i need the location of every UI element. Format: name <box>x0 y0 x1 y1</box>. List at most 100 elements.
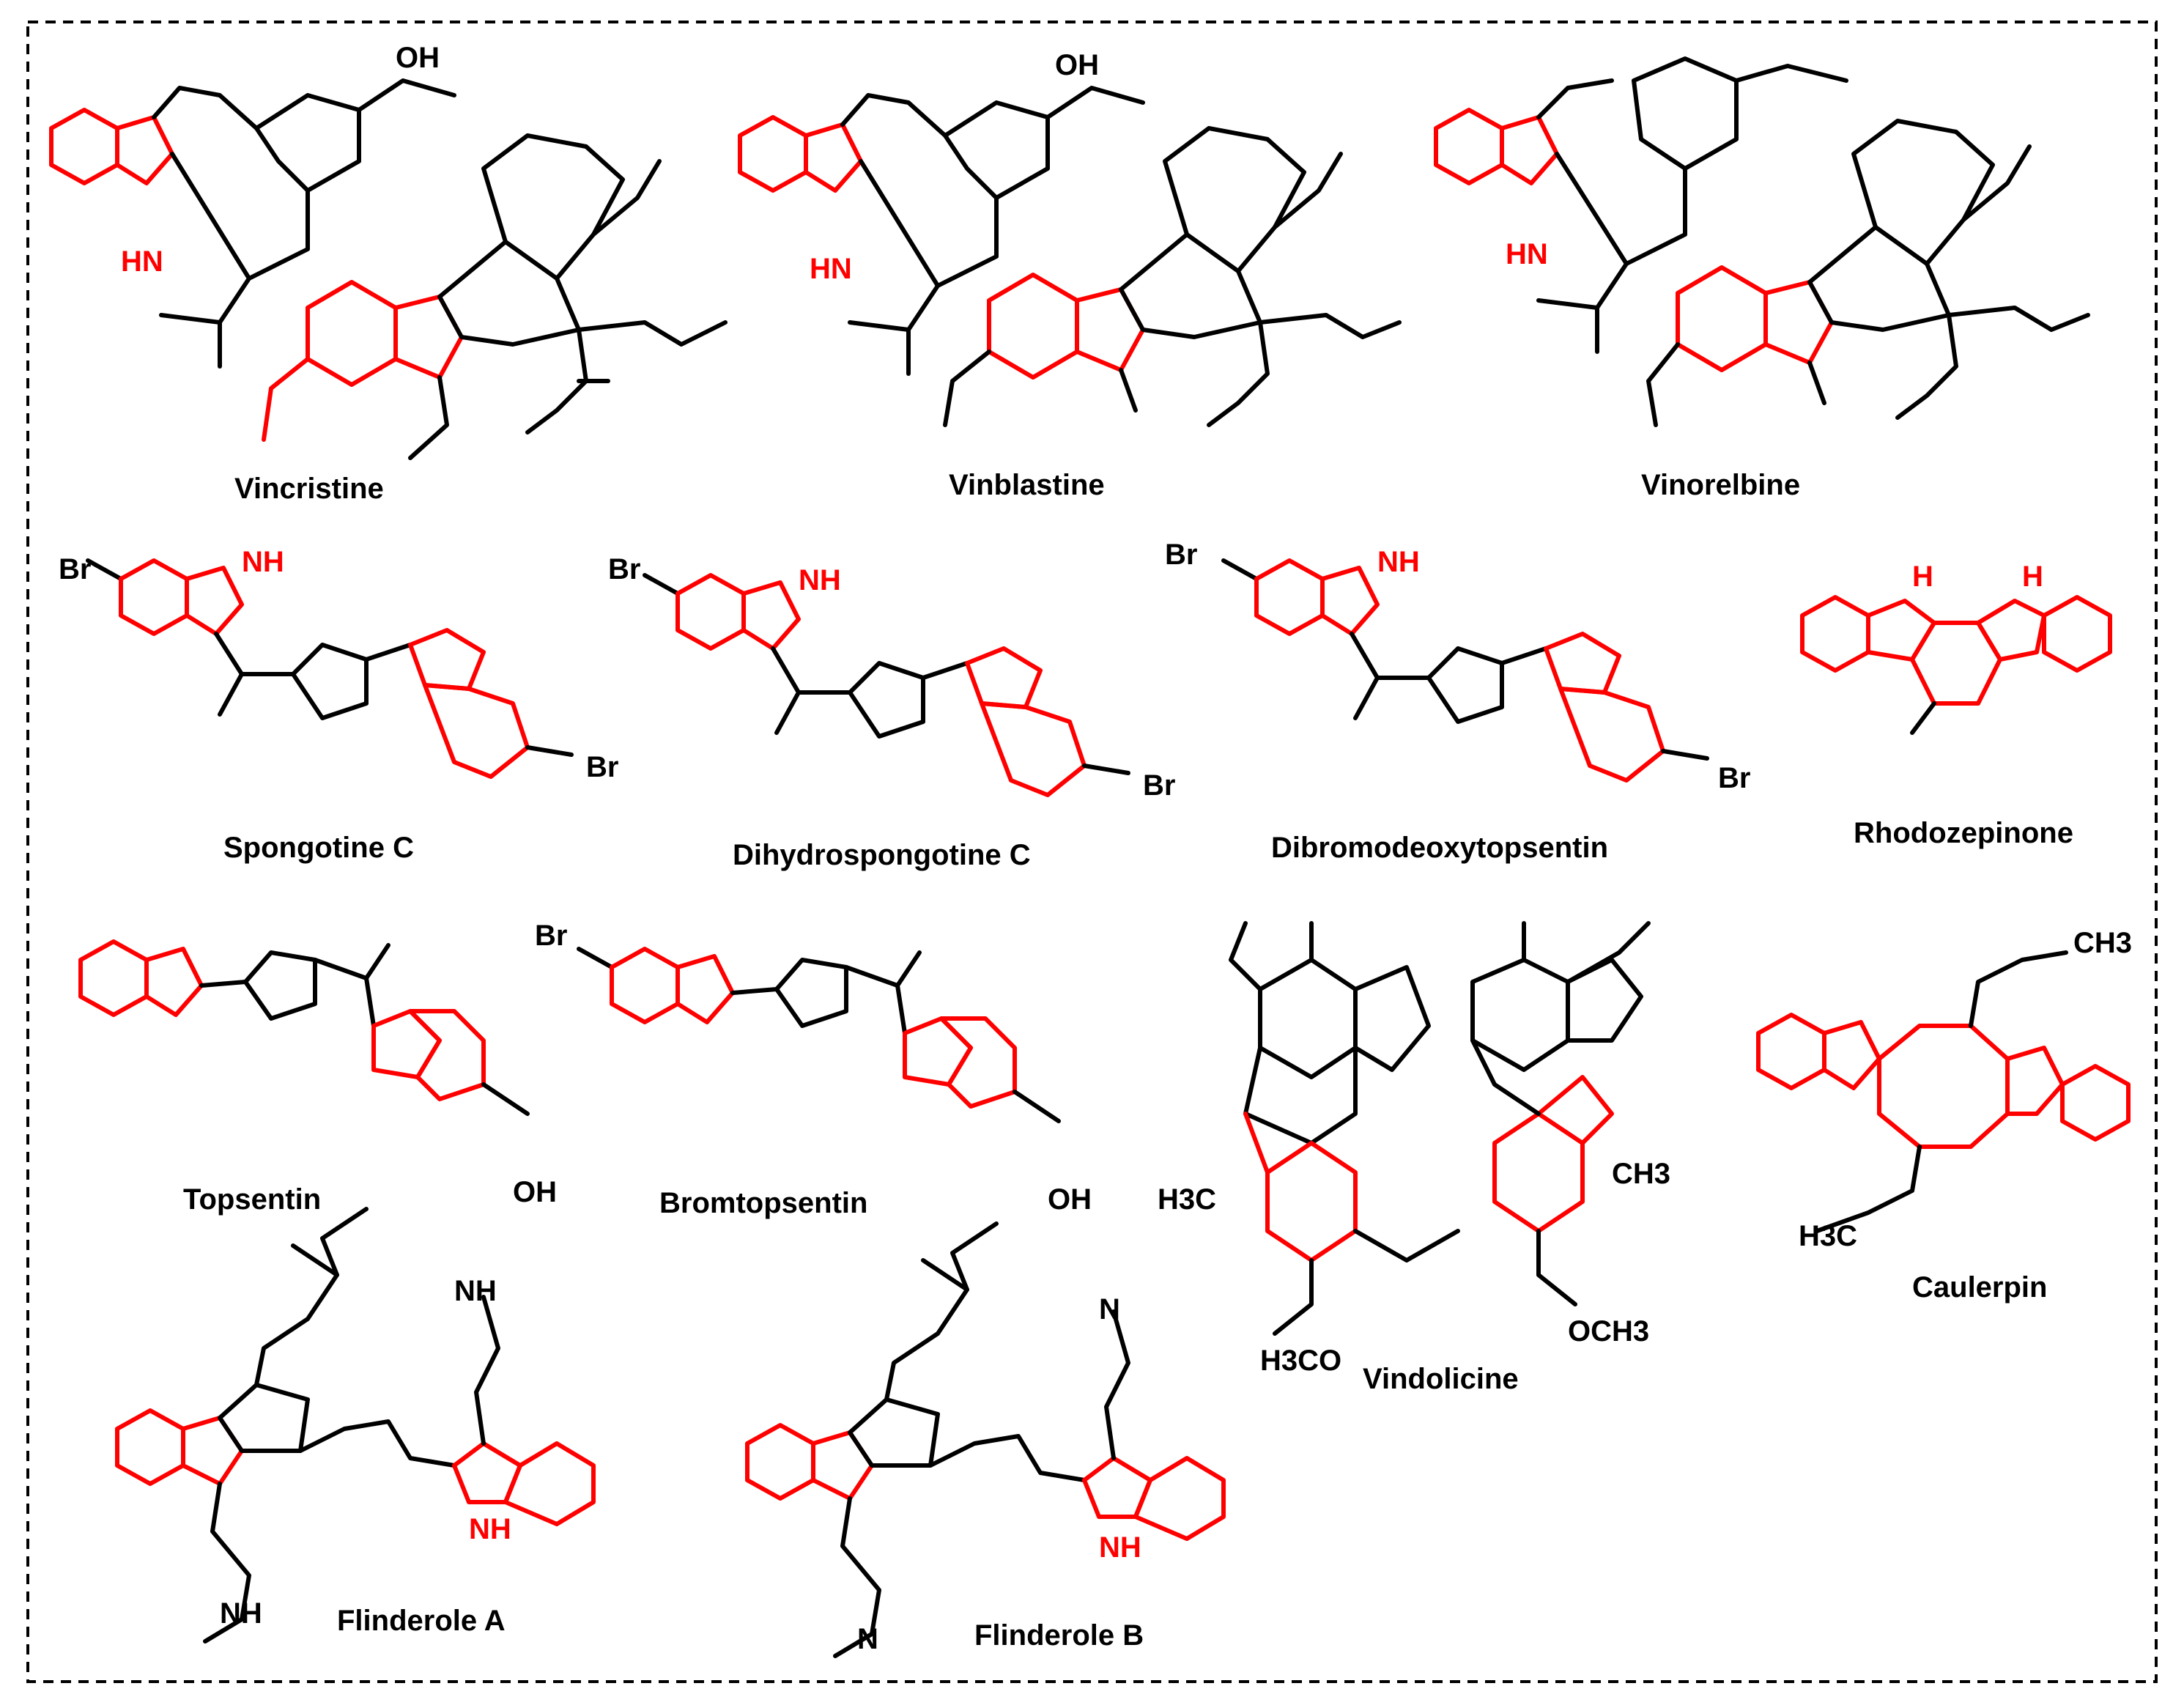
benzene-ring <box>1492 1112 1585 1233</box>
benzene-ring <box>1676 265 1768 372</box>
atom-label: OH <box>396 42 440 74</box>
atom-label: H <box>1912 561 1933 593</box>
benzene-ring <box>980 701 1087 797</box>
structure-vincristine <box>49 78 728 460</box>
pyrrole-ring <box>1866 599 1936 662</box>
structure-flinderole-a <box>115 1207 596 1644</box>
atom-label: NH <box>799 564 841 596</box>
pyrrole-ring <box>1320 566 1380 636</box>
atom-label: OH <box>513 1176 557 1208</box>
benzene-ring <box>738 115 808 193</box>
structure-vinblastine <box>738 86 1402 427</box>
benzene-ring <box>423 683 530 779</box>
atom-label: Br <box>535 920 567 952</box>
benzene-ring <box>610 947 680 1024</box>
compound-name-flinderole-b: Flinderole B <box>974 1619 1144 1652</box>
benzene-ring <box>503 1441 596 1526</box>
benzene-ring <box>675 573 746 651</box>
pyrrole-ring <box>2005 1046 2065 1116</box>
benzene-ring <box>939 1016 1017 1109</box>
cyclooctatetraene-ring <box>1877 1024 2010 1149</box>
pyrrole-ring <box>393 295 464 380</box>
pyrrole-ring <box>371 1009 442 1079</box>
pyrrole-ring <box>181 1416 244 1486</box>
pyrrole-ring <box>1500 115 1559 185</box>
structure-rhodozepinone <box>1800 595 2112 735</box>
structure-vinorelbine <box>1434 56 2090 427</box>
structure-topsentin <box>78 939 530 1116</box>
benzene-ring <box>2042 595 2112 673</box>
pyrrole-ring <box>903 1016 973 1087</box>
atom-label: OH <box>1055 49 1099 81</box>
structure-flinderole-b <box>745 1221 1226 1658</box>
atom-label: NH <box>1099 1531 1141 1564</box>
benzene-ring <box>49 108 119 185</box>
atom-label: Br <box>1718 762 1750 794</box>
pyrrole-ring <box>804 122 863 193</box>
atom-label: Br <box>59 553 91 585</box>
pyrrole-ring <box>965 646 1043 709</box>
structure-spongotine-c <box>86 558 574 779</box>
compound-name-vincristine: Vincristine <box>234 473 384 505</box>
structure-vindolicine <box>1229 921 1651 1336</box>
atom-label: OH <box>1048 1183 1092 1216</box>
compound-name-vinorelbine: Vinorelbine <box>1641 469 1800 501</box>
benzene-ring <box>987 273 1079 380</box>
atom-label: HN <box>1506 238 1548 270</box>
compound-name-vinblastine: Vinblastine <box>949 469 1105 501</box>
atom-label: HN <box>810 253 852 285</box>
pyrrole-ring <box>1976 599 2046 662</box>
compound-name-dihydrospongotine-c: Dihydrospongotine C <box>733 839 1031 871</box>
pyrrole-ring <box>408 628 486 691</box>
structure-dihydrospongotine-c <box>643 573 1130 797</box>
compound-name-dibromodeoxytopsentin: Dibromodeoxytopsentin <box>1271 832 1608 864</box>
atom-label: NH <box>469 1513 511 1545</box>
atom-label: NH <box>220 1597 262 1630</box>
benzene-ring <box>745 1423 815 1501</box>
structure-dibromodeoxytopsentin <box>1221 558 1709 783</box>
dashed-frame <box>26 21 2158 1683</box>
benzene-ring <box>78 939 149 1017</box>
compound-name-spongotine-c: Spongotine C <box>223 832 414 864</box>
benzene-ring <box>2060 1064 2131 1142</box>
pyrrole-ring <box>1544 632 1621 695</box>
atom-label: CH3 <box>2073 927 2132 959</box>
structure-caulerpin <box>1756 950 2131 1233</box>
pyrrole-ring <box>144 947 204 1017</box>
atom-label: NH <box>1377 546 1420 578</box>
benzene-ring <box>408 1009 486 1101</box>
structure-bromtopsentin <box>577 947 1061 1123</box>
pyrrole-ring <box>811 1430 874 1501</box>
benzene-ring <box>119 558 189 636</box>
atom-label: H3C <box>1799 1220 1857 1252</box>
pyrrole-ring <box>675 954 735 1024</box>
compound-name-vindolicine: Vindolicine <box>1363 1363 1519 1395</box>
benzene-ring <box>1800 595 1870 673</box>
pyrrole-ring <box>1822 1020 1881 1090</box>
benzene-ring <box>1558 687 1665 783</box>
atom-label: Br <box>586 751 618 783</box>
pyrrole-ring <box>115 115 174 185</box>
compound-name-topsentin: Topsentin <box>183 1183 321 1216</box>
pyrrole-ring <box>741 580 801 651</box>
atom-label: Br <box>1165 539 1197 571</box>
benzene-ring <box>1434 108 1504 185</box>
atom-label: Br <box>608 553 640 585</box>
benzene-ring <box>306 280 398 387</box>
benzene-ring <box>1756 1013 1826 1090</box>
pyrrole-ring <box>185 566 244 636</box>
compound-name-caulerpin: Caulerpin <box>1912 1271 2047 1304</box>
pyrrole-ring <box>1763 280 1834 365</box>
atom-label: N <box>1099 1293 1120 1326</box>
pyrrole-ring <box>1075 287 1145 372</box>
benzene-ring <box>115 1408 185 1486</box>
atom-label: N <box>857 1623 878 1655</box>
atom-label: OCH3 <box>1568 1315 1649 1347</box>
atom-label: NH <box>242 546 284 578</box>
atom-label: HN <box>121 245 163 278</box>
benzene-ring <box>1133 1456 1226 1541</box>
compound-name-flinderole-a: Flinderole A <box>337 1605 506 1637</box>
compound-name-rhodozepinone: Rhodozepinone <box>1854 817 2073 849</box>
